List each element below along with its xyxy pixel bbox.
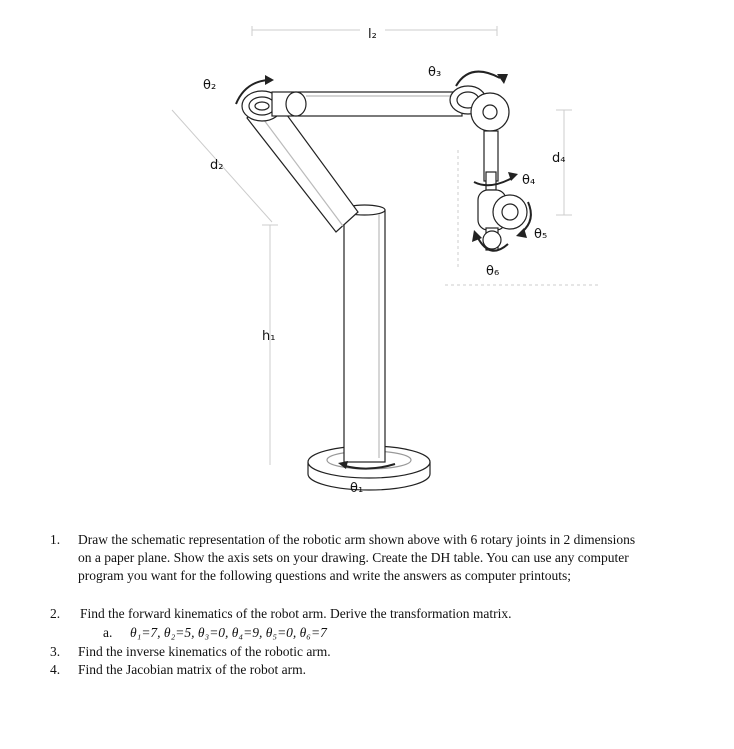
label-d4: d₄ [552,151,565,166]
dimension-lines [171,26,600,465]
theta6-arrow [477,237,509,252]
vertical-column [343,204,386,463]
label-h1: h₁ [262,329,275,344]
q2a-text: θ₁=7, θ₂=5, θ₃=0, θ₄=9, θ₅=0, θ₆=7 [130,625,327,640]
theta4-arrow [473,177,513,187]
theta6-arrowhead [472,230,482,242]
wrist-column [483,130,499,191]
theta1-arrow [344,463,396,470]
label-theta2: θ₂ [203,78,216,93]
q4-number: 4. [50,662,61,677]
theta3-arrowhead [497,74,508,84]
label-d2: d₂ [210,158,223,173]
end-effector [482,230,502,250]
label-theta3: θ₃ [428,65,441,80]
q1-line2: on a paper plane. Show the axis sets on … [78,550,629,565]
q3-number: 3. [50,644,61,659]
q4-text: Find the Jacobian matrix of the robot ar… [78,662,306,677]
horizontal-link [271,91,463,117]
label-theta5: θ₅ [534,227,547,242]
q3-text: Find the inverse kinematics of the robot… [78,644,331,659]
q2a-number: a. [103,625,113,640]
q1-number: 1. [50,532,61,547]
theta2-arrowhead [265,75,274,85]
label-theta1: θ₁ [350,481,363,496]
q2-number: 2. [50,606,61,621]
label-theta4: θ₄ [522,173,535,188]
theta3-arrow [455,70,501,87]
q1-line3: program you want for the following quest… [78,568,572,583]
label-l2: l₂ [368,27,377,42]
theta4-arrowhead [508,172,518,181]
theta5-arrowhead [516,228,527,238]
label-theta6: θ₆ [486,264,499,279]
theta1-arrowhead [338,461,348,469]
q2-text: Find the forward kinematics of the robot… [80,606,512,621]
elbow-joint [449,85,510,132]
q1-line1: Draw the schematic representation of the… [78,532,636,547]
robot-arm-diagram: l₂ θ₂ θ₃ d₂ d₄ θ₄ θ₅ θ₆ h₁ θ₁ [171,26,600,496]
theta2-arrow [235,79,269,105]
